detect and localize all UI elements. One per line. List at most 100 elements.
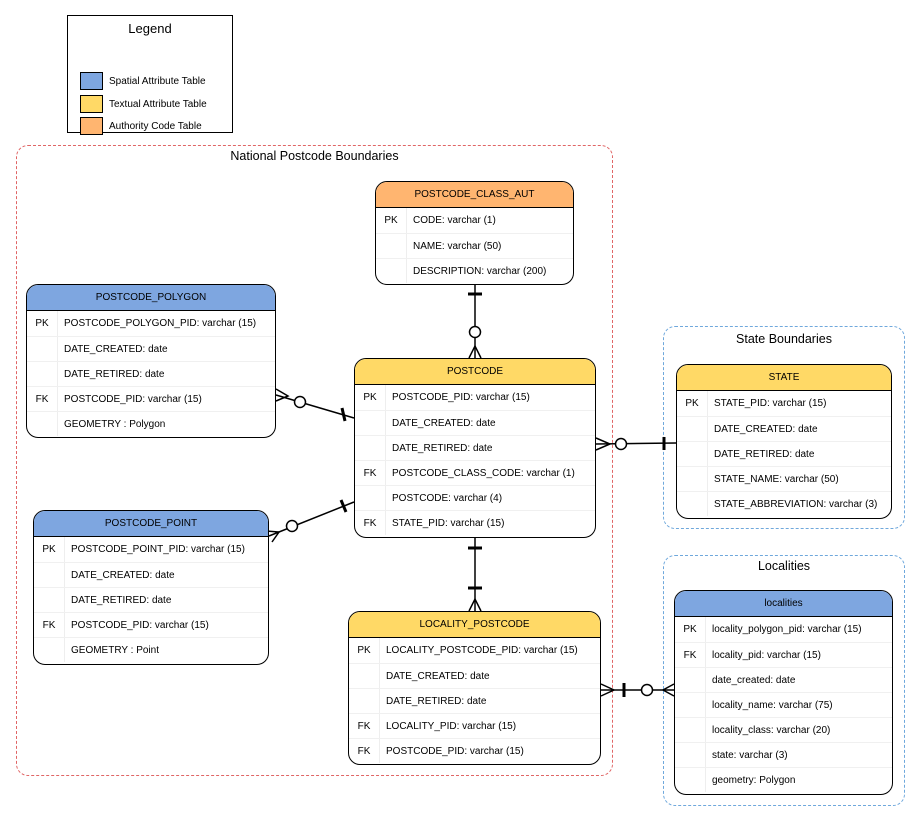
row-field: locality_class: varchar (20): [712, 724, 831, 736]
entity-row: DATE_RETIRED: date: [27, 361, 275, 386]
entity-row: STATE_ABBREVIATION: varchar (3): [677, 491, 891, 516]
legend-item-textual: Textual Attribute Table: [80, 93, 207, 115]
row-divider: [707, 417, 708, 441]
entity-row: locality_class: varchar (20): [675, 717, 892, 742]
row-divider: [64, 588, 65, 612]
entity-row: locality_name: varchar (75): [675, 692, 892, 717]
row-divider: [707, 391, 708, 416]
entity-row: PK STATE_PID: varchar (15): [677, 391, 891, 416]
connector-locality-postcode-localities: [600, 683, 675, 697]
entity-header-postcode-point: POSTCODE_POINT: [34, 511, 268, 537]
row-field: POSTCODE: varchar (4): [392, 492, 503, 504]
entity-body-localities: PK locality_polygon_pid: varchar (15) FK lo…: [675, 617, 892, 792]
row-divider: [705, 693, 706, 717]
row-field: LOCALITY_PID: varchar (15): [386, 720, 517, 732]
row-field: STATE_ABBREVIATION: varchar (3): [714, 498, 878, 510]
row-field: DATE_RETIRED: date: [386, 695, 487, 707]
row-field: DATE_RETIRED: date: [71, 594, 172, 606]
row-divider: [705, 668, 706, 692]
entity-row: GEOMETRY : Polygon: [27, 411, 275, 436]
group-localities: Localities: [663, 555, 905, 806]
row-field: locality_polygon_pid: varchar (15): [712, 624, 862, 635]
group-national-postcode-boundaries: National Postcode Boundaries: [16, 145, 613, 776]
entity-row: FK POSTCODE_PID: varchar (15): [34, 612, 268, 637]
row-key: PK: [685, 398, 699, 409]
row-key: PK: [363, 392, 377, 403]
entity-row: DATE_CREATED: date: [349, 663, 600, 688]
row-divider: [385, 486, 386, 510]
row-divider: [705, 617, 706, 642]
row-key: FK: [683, 649, 697, 661]
legend: Legend Spatial Attribute Table Textual A…: [67, 15, 233, 135]
row-divider: [406, 208, 407, 233]
row-key: FK: [357, 720, 371, 732]
row-divider: [379, 714, 380, 738]
row-field: POSTCODE_CLASS_CODE: varchar (1): [392, 467, 575, 479]
row-field: geometry: Polygon: [712, 774, 796, 786]
row-field: STATE_NAME: varchar (50): [714, 473, 839, 485]
row-key: FK: [35, 393, 49, 405]
entity-row: DATE_CREATED: date: [677, 416, 891, 441]
row-field: DATE_CREATED: date: [714, 423, 818, 435]
row-field: state: varchar (3): [712, 749, 788, 761]
row-key: FK: [42, 619, 56, 631]
entity-body-postcode-polygon: PK POSTCODE_POLYGON_PID: varchar (15) DATE…: [27, 311, 275, 436]
row-field: locality_pid: varchar (15): [712, 649, 821, 661]
row-field: STATE_PID: varchar (15): [714, 398, 827, 409]
row-field: GEOMETRY : Point: [71, 644, 159, 656]
row-key: PK: [35, 318, 49, 329]
legend-label-authority: Authority Code Table: [109, 120, 202, 132]
entity-row: DATE_RETIRED: date: [677, 441, 891, 466]
row-divider: [57, 337, 58, 361]
row-divider: [707, 442, 708, 466]
row-key: PK: [683, 624, 697, 635]
connector-point-postcode: [265, 499, 355, 543]
row-divider: [57, 387, 58, 411]
row-divider: [57, 311, 58, 336]
row-field: POSTCODE_PID: varchar (15): [71, 619, 209, 631]
group-state-boundaries: State Boundaries: [663, 326, 905, 529]
legend-label-spatial: Spatial Attribute Table: [109, 75, 206, 87]
row-divider: [379, 638, 380, 663]
row-field: DATE_RETIRED: date: [714, 448, 815, 460]
row-divider: [379, 664, 380, 688]
entity-header-postcode-polygon: POSTCODE_POLYGON: [27, 285, 275, 311]
row-field: GEOMETRY : Polygon: [64, 418, 166, 430]
entity-row: geometry: Polygon: [675, 767, 892, 792]
entity-row: POSTCODE: varchar (4): [355, 485, 595, 510]
row-field: NAME: varchar (50): [413, 240, 502, 252]
row-divider: [385, 385, 386, 410]
row-field: POSTCODE_PID: varchar (15): [386, 745, 524, 757]
entity-row: FK locality_pid: varchar (15): [675, 642, 892, 667]
row-divider: [406, 234, 407, 258]
row-divider: [707, 492, 708, 516]
entity-row: PK POSTCODE_POLYGON_PID: varchar (15): [27, 311, 275, 336]
row-field: POSTCODE_POLYGON_PID: varchar (15): [64, 318, 257, 329]
row-divider: [406, 259, 407, 283]
row-divider: [705, 718, 706, 742]
row-field: POSTCODE_POINT_PID: varchar (15): [71, 544, 245, 555]
entity-row: DATE_CREATED: date: [27, 336, 275, 361]
row-divider: [385, 461, 386, 485]
entity-state: STATE PK STATE_PID: varchar (15) DATE_CREAT…: [676, 364, 892, 519]
legend-label-textual: Textual Attribute Table: [109, 98, 207, 110]
row-field: locality_name: varchar (75): [712, 699, 833, 711]
entity-postcode-polygon: POSTCODE_POLYGON PK POSTCODE_POLYGON_PID: …: [26, 284, 276, 438]
row-divider: [64, 563, 65, 587]
row-field: DATE_RETIRED: date: [392, 442, 493, 454]
entity-row: DESCRIPTION: varchar (200): [376, 258, 573, 283]
row-divider: [385, 436, 386, 460]
entity-header-state: STATE: [677, 365, 891, 391]
row-divider: [64, 638, 65, 662]
legend-item-spatial: Spatial Attribute Table: [80, 70, 206, 92]
